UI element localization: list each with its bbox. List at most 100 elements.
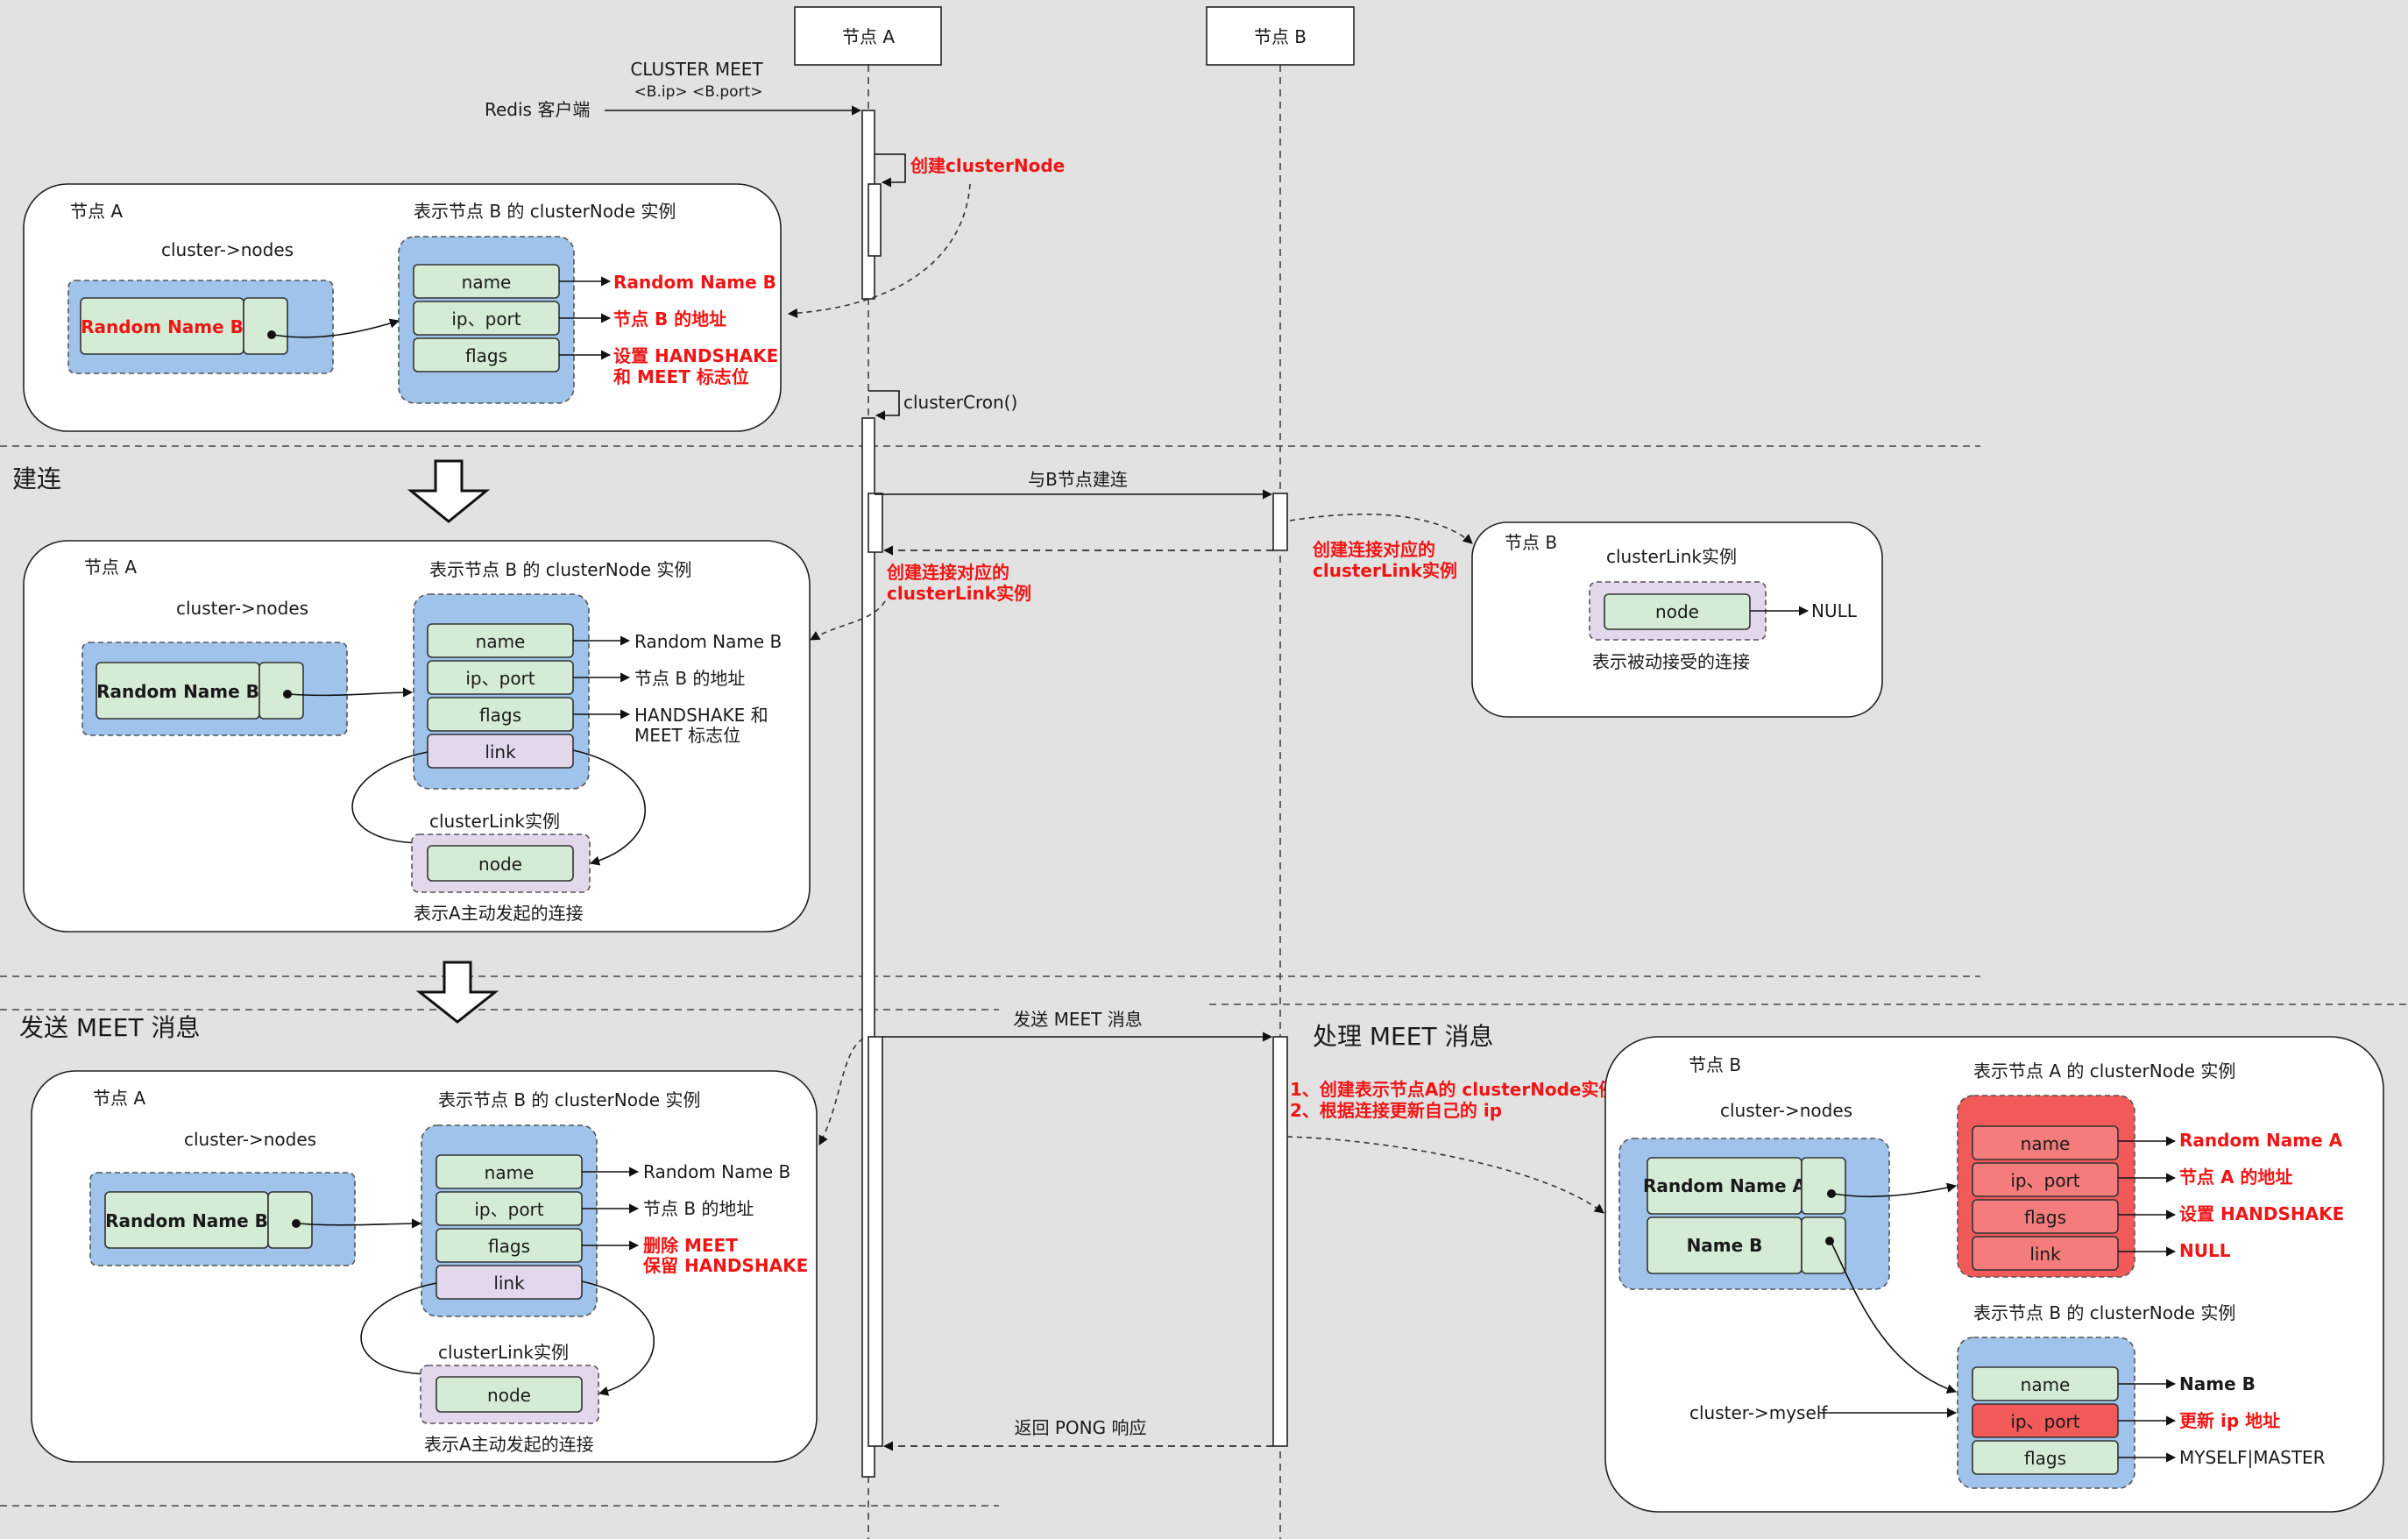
panel-4-a-field-flags [1972,1199,2119,1234]
down-arrow-1 [407,459,491,523]
panel-4-a-field-ipport [1972,1162,2119,1197]
panel-2-note-3: HANDSHAKE 和 [634,705,768,726]
panel-2-dict-key: Random Name B [96,681,259,702]
panel-4-a-note-3: 设置 HANDSHAKE [2179,1203,2344,1224]
section-connect-title: 建连 [12,465,61,493]
panel-3-field-link-label: link [493,1273,525,1294]
panel-1-note-3: 设置 HANDSHAKE [613,345,778,366]
panel-3-link-field-node-label: node [487,1385,531,1406]
panel-2-link-loop-left [351,751,428,848]
panel-1: 节点 A 表示节点 B 的 clusterNode 实例 cluster->no… [23,183,782,432]
panel-3-note-1: Random Name B [643,1161,790,1182]
panel-3-note-3: 删除 MEET [643,1235,738,1256]
callout-handle-meet [1286,1136,1604,1214]
panel-4-b-field-ipport-label: ip、port [2010,1411,2079,1432]
lifeline-b-label: 节点 B [1254,26,1307,47]
panel-2-link-loop-right [572,749,646,866]
panel-4-a-field-ipport-label: ip、port [2010,1170,2079,1191]
panel-4-b-note-3: MYSELF|MASTER [2179,1447,2326,1468]
panel-2-pointer-arrow [288,687,414,698]
panel-1-pointer-dot [267,330,276,339]
panel-1-field-name-label: name [462,272,512,293]
panel-b1: 节点 B clusterLink实例 node NULL 表示被动接受的连接 [1471,521,1883,718]
panel-2-field-flags-label: flags [479,705,521,726]
panel-3-link-loop-right [581,1280,655,1396]
panel-3-dict-key: Random Name B [105,1210,268,1231]
msg-handle-meet-2: 2、根据连接更新自己的 ip [1290,1100,1502,1121]
panel-1-note-1: Random Name B [613,272,776,293]
msg-create-link-a-1: 创建连接对应的 [886,562,1009,583]
panel-4-nodes-label: cluster->nodes [1720,1100,1852,1121]
panel-1-dict-val-cell [243,297,288,355]
panel-2-title: 节点 A [84,557,137,578]
panel-4-a-note-2: 节点 A 的地址 [2179,1167,2292,1188]
panel-4-b-note-2: 更新 ip 地址 [2179,1410,2280,1431]
msg-cluster-meet-2: <B.ip> <B.port> [634,83,763,101]
msg-handle-meet-1: 1、创建表示节点A的 clusterNode实例 [1290,1079,1617,1100]
panel-1-nodes-label: cluster->nodes [161,239,294,260]
section-handle-meet-title: 处理 MEET 消息 [1313,1022,1493,1051]
panel-4-a-field-link-label: link [2029,1244,2061,1265]
panel-3-field-flags-label: flags [488,1236,530,1257]
panel-4-myself-label: cluster->myself [1689,1402,1828,1423]
panel-2-pointer-dot [283,690,292,699]
panel-b1-link-field-node-label: node [1655,601,1699,622]
panel-2-field-ipport-label: ip、port [465,668,535,689]
panel-b1-link-title: clusterLink实例 [1606,546,1737,567]
panel-2-link-field-node-label: node [478,854,522,875]
panel-2-field-link [427,734,574,769]
msg-redis-client: Redis 客户端 [485,99,590,120]
callout-link-b [1289,513,1473,544]
down-arrow-2 [415,961,499,1024]
panel-1-note-2: 节点 B 的地址 [613,309,726,330]
panel-4: 节点 B cluster->nodes 表示节点 A 的 clusterNode… [1604,1036,2384,1513]
panel-1-title: 节点 A [70,201,123,222]
panel-4-a-field-link [1972,1236,2119,1271]
panel-b1-title: 节点 B [1505,532,1557,553]
panel-2-link-caption: 表示A主动发起的连接 [414,903,584,924]
panel-1-field-ipport-label: ip、port [451,309,521,330]
panel-3-note-2: 节点 B 的地址 [643,1198,754,1219]
panel-b1-null: NULL [1811,600,1858,621]
panel-3-link-field-node [436,1376,583,1413]
msg-connect-b: 与B节点建连 [1028,469,1128,490]
panel-4-b-field-name-label: name [2021,1374,2071,1395]
panel-2-instance-title: 表示节点 B 的 clusterNode 实例 [429,559,691,580]
msg-send-meet: 发送 MEET 消息 [1013,1009,1142,1030]
self-call-cluster-cron [868,390,900,421]
panel-1-dict-key: Random Name B [81,316,244,337]
activation-a-1-inner [868,183,882,257]
panel-4-pointer-b-arrow [1831,1242,1958,1394]
panel-4-instance-a-title: 表示节点 A 的 clusterNode 实例 [1973,1060,2235,1082]
panel-4-dict-val-b-cell [1801,1216,1846,1274]
activation-a-2-inner [868,493,883,553]
panel-4-b-field-flags-label: flags [2024,1448,2066,1469]
panel-3-field-name-label: name [485,1162,535,1183]
panel-3-link-title: clusterLink实例 [438,1342,569,1363]
msg-cluster-cron: clusterCron() [903,392,1017,413]
panel-1-note-4: 和 MEET 标志位 [613,366,749,387]
msg-create-link-b-2: clusterLink实例 [1313,560,1457,581]
panel-3-pointer-dot [292,1219,301,1228]
panel-3-nodes-label: cluster->nodes [184,1129,316,1150]
panel-4-a-field-name [1972,1125,2119,1160]
panel-4-a-note-4: NULL [2179,1240,2231,1261]
msg-return-pong: 返回 PONG 响应 [1015,1417,1147,1438]
panel-2-link-field-node [427,845,574,882]
lifeline-b-head [1206,6,1355,66]
lifeline-a-label: 节点 A [842,26,895,47]
activation-b-1 [1272,493,1288,551]
panel-4-title: 节点 B [1689,1054,1741,1075]
panel-3-instance-title: 表示节点 B 的 clusterNode 实例 [438,1089,700,1110]
panel-3-link-loop-left [360,1282,437,1379]
panel-4-a-note-1: Random Name A [2179,1130,2343,1151]
panel-1-instance-title: 表示节点 B 的 clusterNode 实例 [414,201,676,222]
panel-3-dict-val-cell [267,1191,313,1249]
callout-create-node [787,183,971,318]
panel-1-field-flags-label: flags [465,345,507,366]
panel-1-pointer-arrow [273,318,400,338]
msg-create-link-a-2: clusterLink实例 [887,583,1031,604]
panel-4-a-field-name-label: name [2021,1133,2071,1154]
panel-2-field-link-label: link [485,741,516,762]
panel-2-note-2: 节点 B 的地址 [634,668,745,689]
